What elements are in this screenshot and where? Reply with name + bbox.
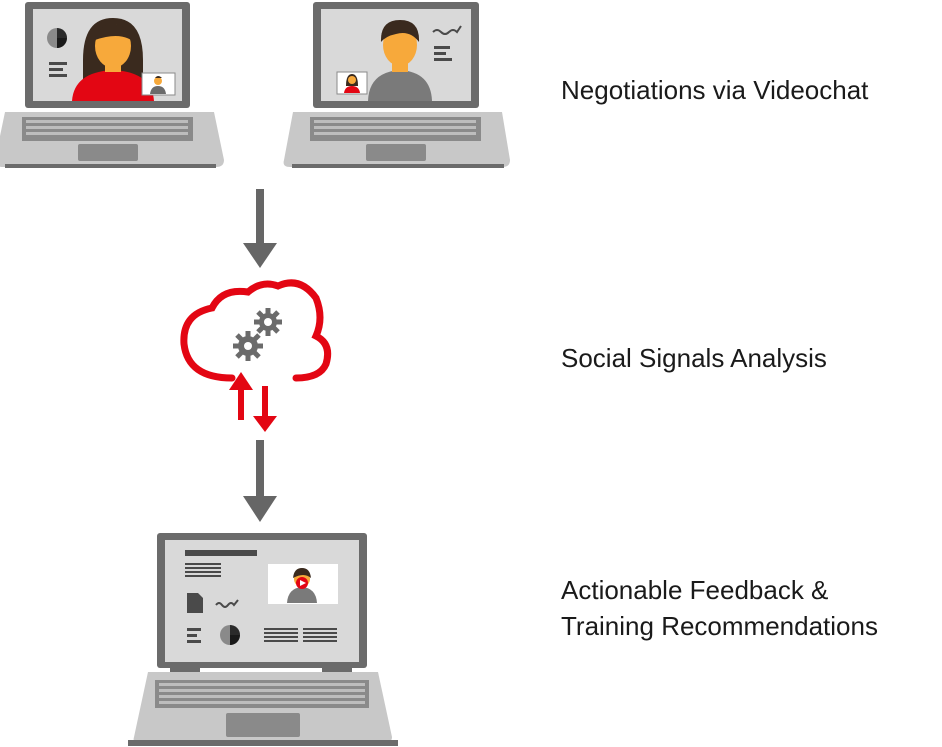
woman-avatar bbox=[72, 18, 154, 101]
arrow-down-1 bbox=[243, 189, 277, 268]
pie-chart-icon bbox=[47, 28, 67, 48]
step-label-feedback-line2: Training Recommendations bbox=[561, 611, 878, 641]
laptop-bottom bbox=[128, 533, 398, 746]
text-block bbox=[185, 563, 221, 577]
cloud-analysis-icon bbox=[180, 279, 332, 432]
title-bar bbox=[185, 550, 257, 556]
step-label-analysis: Social Signals Analysis bbox=[561, 343, 827, 373]
text-lines-icon bbox=[434, 46, 452, 61]
video-thumbnail bbox=[268, 564, 338, 604]
gear-icon bbox=[233, 331, 263, 361]
text-lines-icon bbox=[187, 628, 201, 643]
squiggle-icon bbox=[432, 25, 462, 35]
text-block bbox=[264, 628, 337, 642]
document-icon bbox=[187, 593, 203, 613]
man-avatar bbox=[368, 20, 432, 101]
pip-thumbnail bbox=[141, 72, 176, 96]
laptop-left bbox=[0, 2, 224, 168]
step-label-feedback-line1: Actionable Feedback & bbox=[561, 575, 829, 605]
gear-icon bbox=[254, 308, 282, 336]
pie-chart-icon bbox=[220, 625, 240, 645]
step-label-feedback: Actionable Feedback & Training Recommend… bbox=[561, 572, 878, 644]
text-lines-icon bbox=[49, 62, 67, 77]
arrow-down-2 bbox=[243, 440, 277, 522]
squiggle-icon bbox=[215, 599, 239, 608]
up-down-arrows-icon bbox=[229, 372, 277, 432]
pip-thumbnail bbox=[336, 71, 368, 95]
step-label-videochat: Negotiations via Videochat bbox=[561, 75, 869, 105]
laptop-right bbox=[283, 2, 510, 168]
